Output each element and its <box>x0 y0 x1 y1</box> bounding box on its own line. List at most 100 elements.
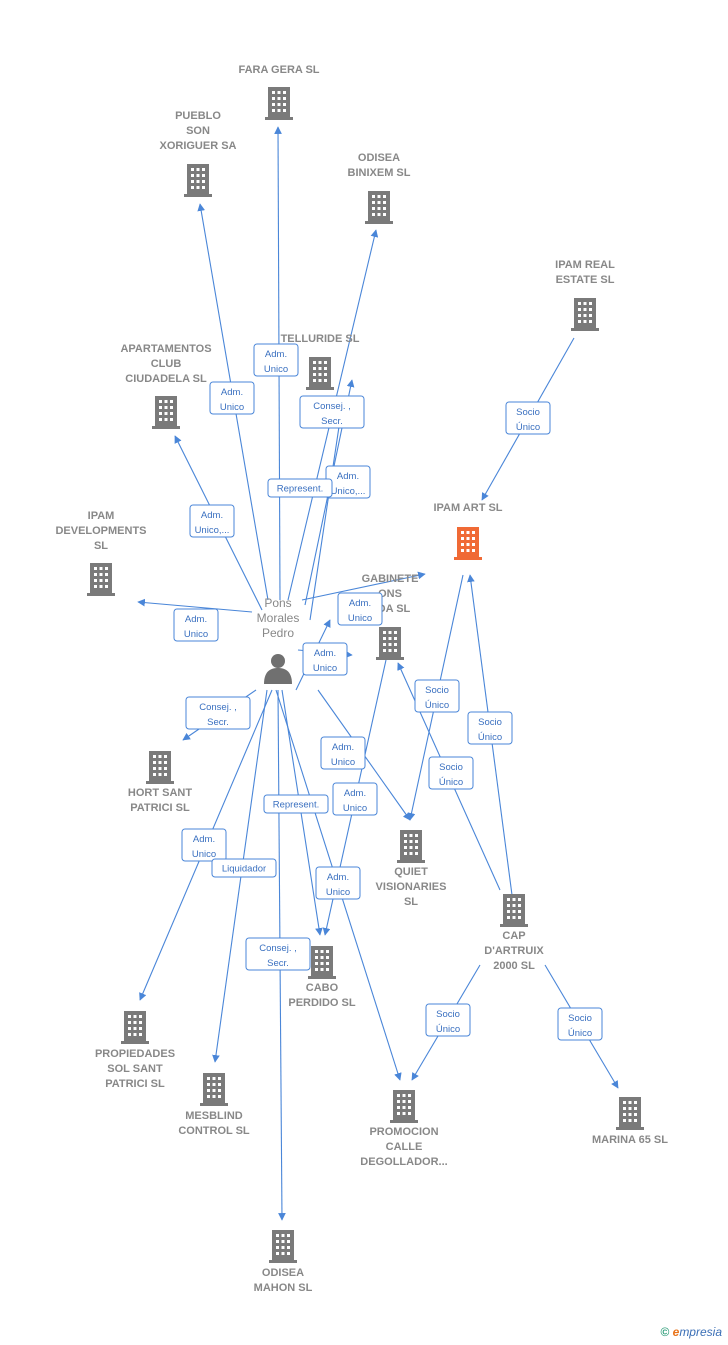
relation-badge[interactable]: Adm.Unico <box>315 866 361 900</box>
node-promocion[interactable]: PROMOCION CALLE DEGOLLADOR... <box>360 1090 448 1168</box>
node-label: ONS <box>378 588 402 600</box>
relation-badge[interactable]: Represent. <box>263 794 329 814</box>
building-icon <box>454 527 482 560</box>
node-label: ESTATE SL <box>556 274 615 286</box>
building-icon <box>397 830 425 863</box>
badge-label: Adm. <box>221 387 243 398</box>
badge-label: Unico <box>343 803 367 814</box>
building-icon <box>390 1090 418 1123</box>
node-label: VISIONARIES <box>376 881 447 893</box>
badge-label: Único <box>425 700 449 711</box>
badge-label: Adm. <box>344 788 366 799</box>
badge-label: Único <box>516 422 540 433</box>
badge-label: Unico,... <box>195 525 230 536</box>
relation-badge[interactable]: Consej. , Secr. <box>185 696 251 730</box>
badge-label: Único <box>478 732 502 743</box>
badge-label: Socio <box>439 762 463 773</box>
node-label: Morales <box>257 611 300 625</box>
brand-name-first: e <box>672 1325 680 1339</box>
badge-label: Socio <box>516 407 540 418</box>
node-label: PATRICI SL <box>130 802 190 814</box>
badge-label: Unico <box>326 887 350 898</box>
node-label: PATRICI SL <box>105 1078 165 1090</box>
relation-badge[interactable]: Consej. ,Secr. <box>299 395 365 429</box>
badge-label: Unico <box>348 613 372 624</box>
node-label: XORIGUER SA <box>159 140 236 152</box>
badge-label: Adm. <box>332 742 354 753</box>
node-ipam-real[interactable]: IPAM REAL ESTATE SL <box>555 259 615 331</box>
node-label: PROMOCION <box>369 1126 438 1138</box>
building-icon <box>571 298 599 331</box>
node-label: SL <box>404 896 418 908</box>
node-label: QUIET <box>394 866 428 878</box>
relation-badge[interactable]: Adm. Unico <box>332 782 378 816</box>
badge-label: Adm. <box>314 648 336 659</box>
building-icon <box>269 1230 297 1263</box>
node-marina[interactable]: MARINA 65 SL <box>592 1097 668 1146</box>
node-label: ODISEA <box>358 152 400 164</box>
copyright-icon: © <box>660 1325 670 1339</box>
relation-badge[interactable]: Adm. Unico <box>209 381 255 415</box>
badge-label: Socio <box>436 1009 460 1020</box>
badge-label: Secr. <box>267 958 289 969</box>
relation-badge[interactable]: Adm.Unico <box>320 736 366 770</box>
node-label: DEVELOPMENTS <box>55 525 146 537</box>
building-icon <box>616 1097 644 1130</box>
node-label: CALLE <box>386 1141 423 1153</box>
badge-label: Unico,... <box>331 486 366 497</box>
node-fara-gera[interactable]: FARA GERA SL <box>238 64 320 120</box>
building-icon <box>365 191 393 224</box>
node-label: D'ARTRUIX <box>484 945 544 957</box>
building-icon <box>376 627 404 660</box>
relation-badge[interactable]: Represent. <box>267 478 333 498</box>
node-label: DEGOLLADOR... <box>360 1156 447 1168</box>
relation-badge[interactable]: Consej. ,Secr. <box>245 937 311 971</box>
badge-label: Unico <box>192 849 216 860</box>
building-icon <box>265 87 293 120</box>
relation-badge[interactable]: Adm.Unico <box>181 828 227 862</box>
relation-badge[interactable]: Adm.Unico <box>253 343 299 377</box>
building-icon <box>200 1073 228 1106</box>
node-label: CABO <box>306 982 339 994</box>
person-icon <box>264 654 292 684</box>
relation-edge <box>137 598 253 613</box>
badge-label: Unico <box>184 629 208 640</box>
node-telluride[interactable]: TELLURIDE SL <box>281 333 360 390</box>
node-label: IPAM REAL <box>555 259 615 271</box>
badge-label: Unico <box>220 402 244 413</box>
node-label: IPAM <box>88 510 115 522</box>
node-label: MAHON SL <box>254 1282 313 1294</box>
relation-badge[interactable]: Adm.Unico <box>173 608 219 642</box>
badge-label: Secr. <box>207 717 229 728</box>
relation-badge[interactable]: Adm.Unico <box>337 592 383 626</box>
node-quiet[interactable]: QUIET VISIONARIES SL <box>376 830 447 908</box>
badge-label: Consej. , <box>199 702 237 713</box>
node-ipam-art[interactable]: IPAM ART SL <box>433 502 503 560</box>
relation-badge[interactable]: Adm.Unico,... <box>189 504 235 538</box>
node-label: 2000 SL <box>493 960 535 972</box>
node-label: Pons <box>264 596 291 610</box>
relation-badge[interactable]: Adm.Unico,... <box>325 465 371 499</box>
relation-badge[interactable]: Liquidador <box>211 858 277 878</box>
badge-label: Adm. <box>265 349 287 360</box>
relation-badge[interactable]: Adm.Unico <box>302 642 348 676</box>
